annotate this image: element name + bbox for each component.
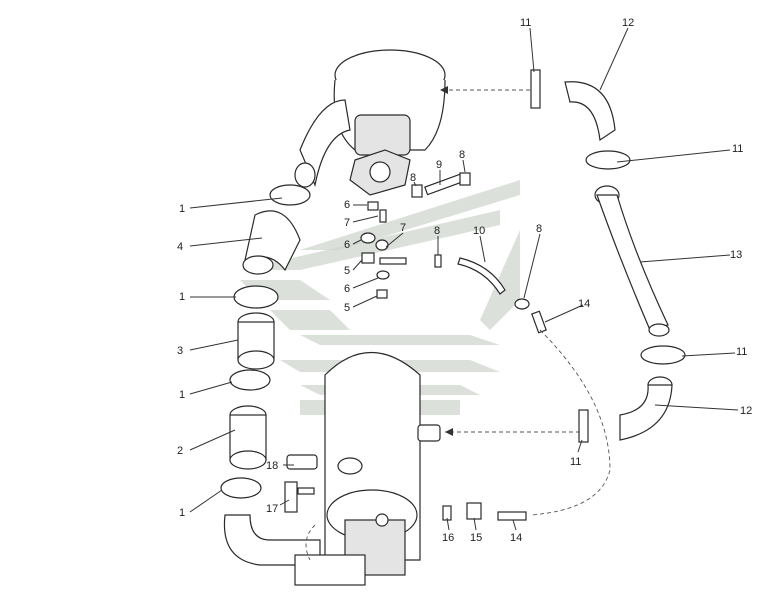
label-14: 14 bbox=[578, 298, 590, 310]
label-12: 12 bbox=[622, 17, 634, 29]
label-13: 13 bbox=[730, 249, 742, 261]
label-14: 14 bbox=[510, 532, 522, 544]
label-7: 7 bbox=[344, 217, 350, 229]
hose-chain-left bbox=[220, 184, 321, 566]
label-6: 6 bbox=[344, 199, 350, 211]
label-10: 10 bbox=[473, 225, 485, 237]
label-1: 1 bbox=[179, 389, 185, 401]
label-17: 17 bbox=[266, 503, 278, 515]
hose-chain-right bbox=[530, 69, 686, 443]
dashed-guides bbox=[305, 89, 611, 561]
label-11: 11 bbox=[732, 143, 743, 155]
leader-lines bbox=[189, 27, 739, 531]
label-7: 7 bbox=[400, 222, 406, 234]
arrowheads bbox=[440, 86, 453, 436]
label-8: 8 bbox=[536, 223, 542, 235]
label-4: 4 bbox=[177, 241, 183, 253]
label-16: 16 bbox=[442, 532, 454, 544]
label-8: 8 bbox=[459, 149, 465, 161]
label-1: 1 bbox=[179, 203, 185, 215]
label-5: 5 bbox=[344, 265, 350, 277]
label-12: 12 bbox=[740, 405, 752, 417]
label-9: 9 bbox=[436, 159, 442, 171]
label-2: 2 bbox=[177, 445, 183, 457]
label-6: 6 bbox=[344, 239, 350, 251]
label-1: 1 bbox=[179, 291, 185, 303]
callout-labels: 11 12 11 13 11 12 11 14 14 15 16 17 18 1… bbox=[177, 17, 752, 544]
fittings bbox=[284, 172, 547, 521]
label-6: 6 bbox=[344, 283, 350, 295]
label-11: 11 bbox=[736, 346, 747, 358]
heater-upper-housing bbox=[294, 49, 446, 196]
label-11: 11 bbox=[570, 456, 581, 468]
label-1: 1 bbox=[179, 507, 185, 519]
heater-main-cylinder bbox=[294, 352, 441, 586]
label-5: 5 bbox=[344, 302, 350, 314]
label-11: 11 bbox=[520, 17, 531, 29]
label-8: 8 bbox=[410, 172, 416, 184]
label-8: 8 bbox=[434, 225, 440, 237]
label-3: 3 bbox=[177, 345, 183, 357]
label-18: 18 bbox=[266, 460, 278, 472]
label-15: 15 bbox=[470, 532, 482, 544]
